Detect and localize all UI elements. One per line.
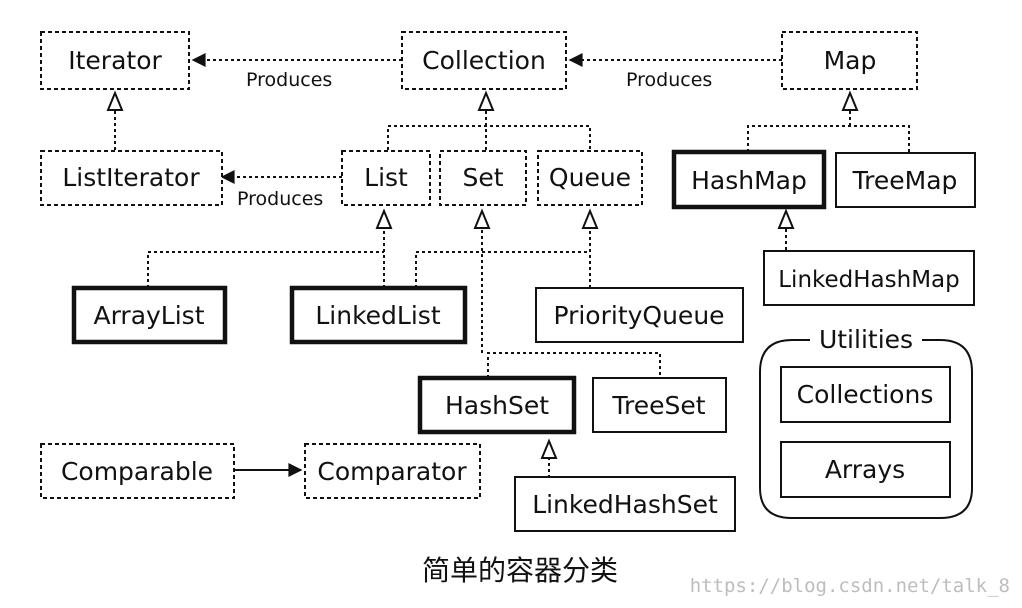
utilities-group-label: Utilities xyxy=(819,325,913,354)
node-queue: Queue xyxy=(549,163,631,192)
node-comparator: Comparator xyxy=(317,457,467,486)
node-arrays: Arrays xyxy=(825,455,905,484)
utilities-group: Utilities xyxy=(759,325,973,519)
node-collections-box xyxy=(780,366,951,423)
inheritance-edges xyxy=(114,110,910,478)
node-linkedhashmap: LinkedHashMap xyxy=(778,267,960,293)
edge-label-map-produces-collection: Produces xyxy=(626,69,712,91)
node-arraylist: ArrayList xyxy=(93,301,204,330)
node-priorityqueue: PriorityQueue xyxy=(553,301,724,330)
figure-caption: 简单的容器分类 xyxy=(422,554,618,587)
edge-label-list-produces-listiterator: Produces xyxy=(237,188,323,210)
node-treeset: TreeSet xyxy=(611,391,705,420)
node-hashmap-box xyxy=(671,149,827,210)
node-collection-box xyxy=(401,31,567,90)
node-comparable-box xyxy=(40,443,235,499)
node-map-box xyxy=(781,31,918,90)
class-nodes xyxy=(514,152,976,532)
node-treemap-box xyxy=(835,152,976,208)
node-iterator-box xyxy=(40,31,190,90)
node-labels: Iterator Collection Map ListIterator Lis… xyxy=(61,46,960,519)
node-arrays-box xyxy=(780,441,951,498)
node-linkedhashset: LinkedHashSet xyxy=(532,490,718,519)
interface-nodes xyxy=(40,31,918,499)
watermark: https://blog.csdn.net/talk_8 xyxy=(690,575,1010,597)
node-list-box xyxy=(341,150,431,206)
node-hashset: HashSet xyxy=(445,391,549,420)
utilities-group-frame xyxy=(759,339,973,519)
produces-edges xyxy=(191,53,782,477)
node-priorityqueue-box xyxy=(535,287,744,343)
node-set: Set xyxy=(462,163,503,192)
node-listiterator-box xyxy=(40,150,223,206)
inheritance-arrowheads xyxy=(106,90,859,459)
node-comparator-box xyxy=(304,443,481,499)
node-linkedhashmap-box xyxy=(763,250,975,306)
node-list: List xyxy=(364,163,408,192)
node-linkedlist-box xyxy=(289,285,468,345)
node-queue-box xyxy=(537,150,643,206)
node-iterator: Iterator xyxy=(68,46,162,75)
node-map: Map xyxy=(824,46,877,75)
node-comparable: Comparable xyxy=(61,457,213,486)
node-hashset-box xyxy=(417,375,577,435)
edge-label-collection-produces-iterator: Produces xyxy=(246,69,332,91)
node-collection: Collection xyxy=(422,46,546,75)
node-treemap: TreeMap xyxy=(852,166,958,195)
highlighted-class-nodes xyxy=(71,149,827,435)
node-linkedhashset-box xyxy=(514,476,736,532)
node-hashmap: HashMap xyxy=(691,166,807,195)
node-set-box xyxy=(439,150,527,206)
node-linkedlist: LinkedList xyxy=(315,301,440,330)
node-collections: Collections xyxy=(797,380,934,409)
node-listiterator: ListIterator xyxy=(62,163,200,192)
node-treeset-box xyxy=(592,377,727,433)
node-arraylist-box xyxy=(71,285,228,345)
